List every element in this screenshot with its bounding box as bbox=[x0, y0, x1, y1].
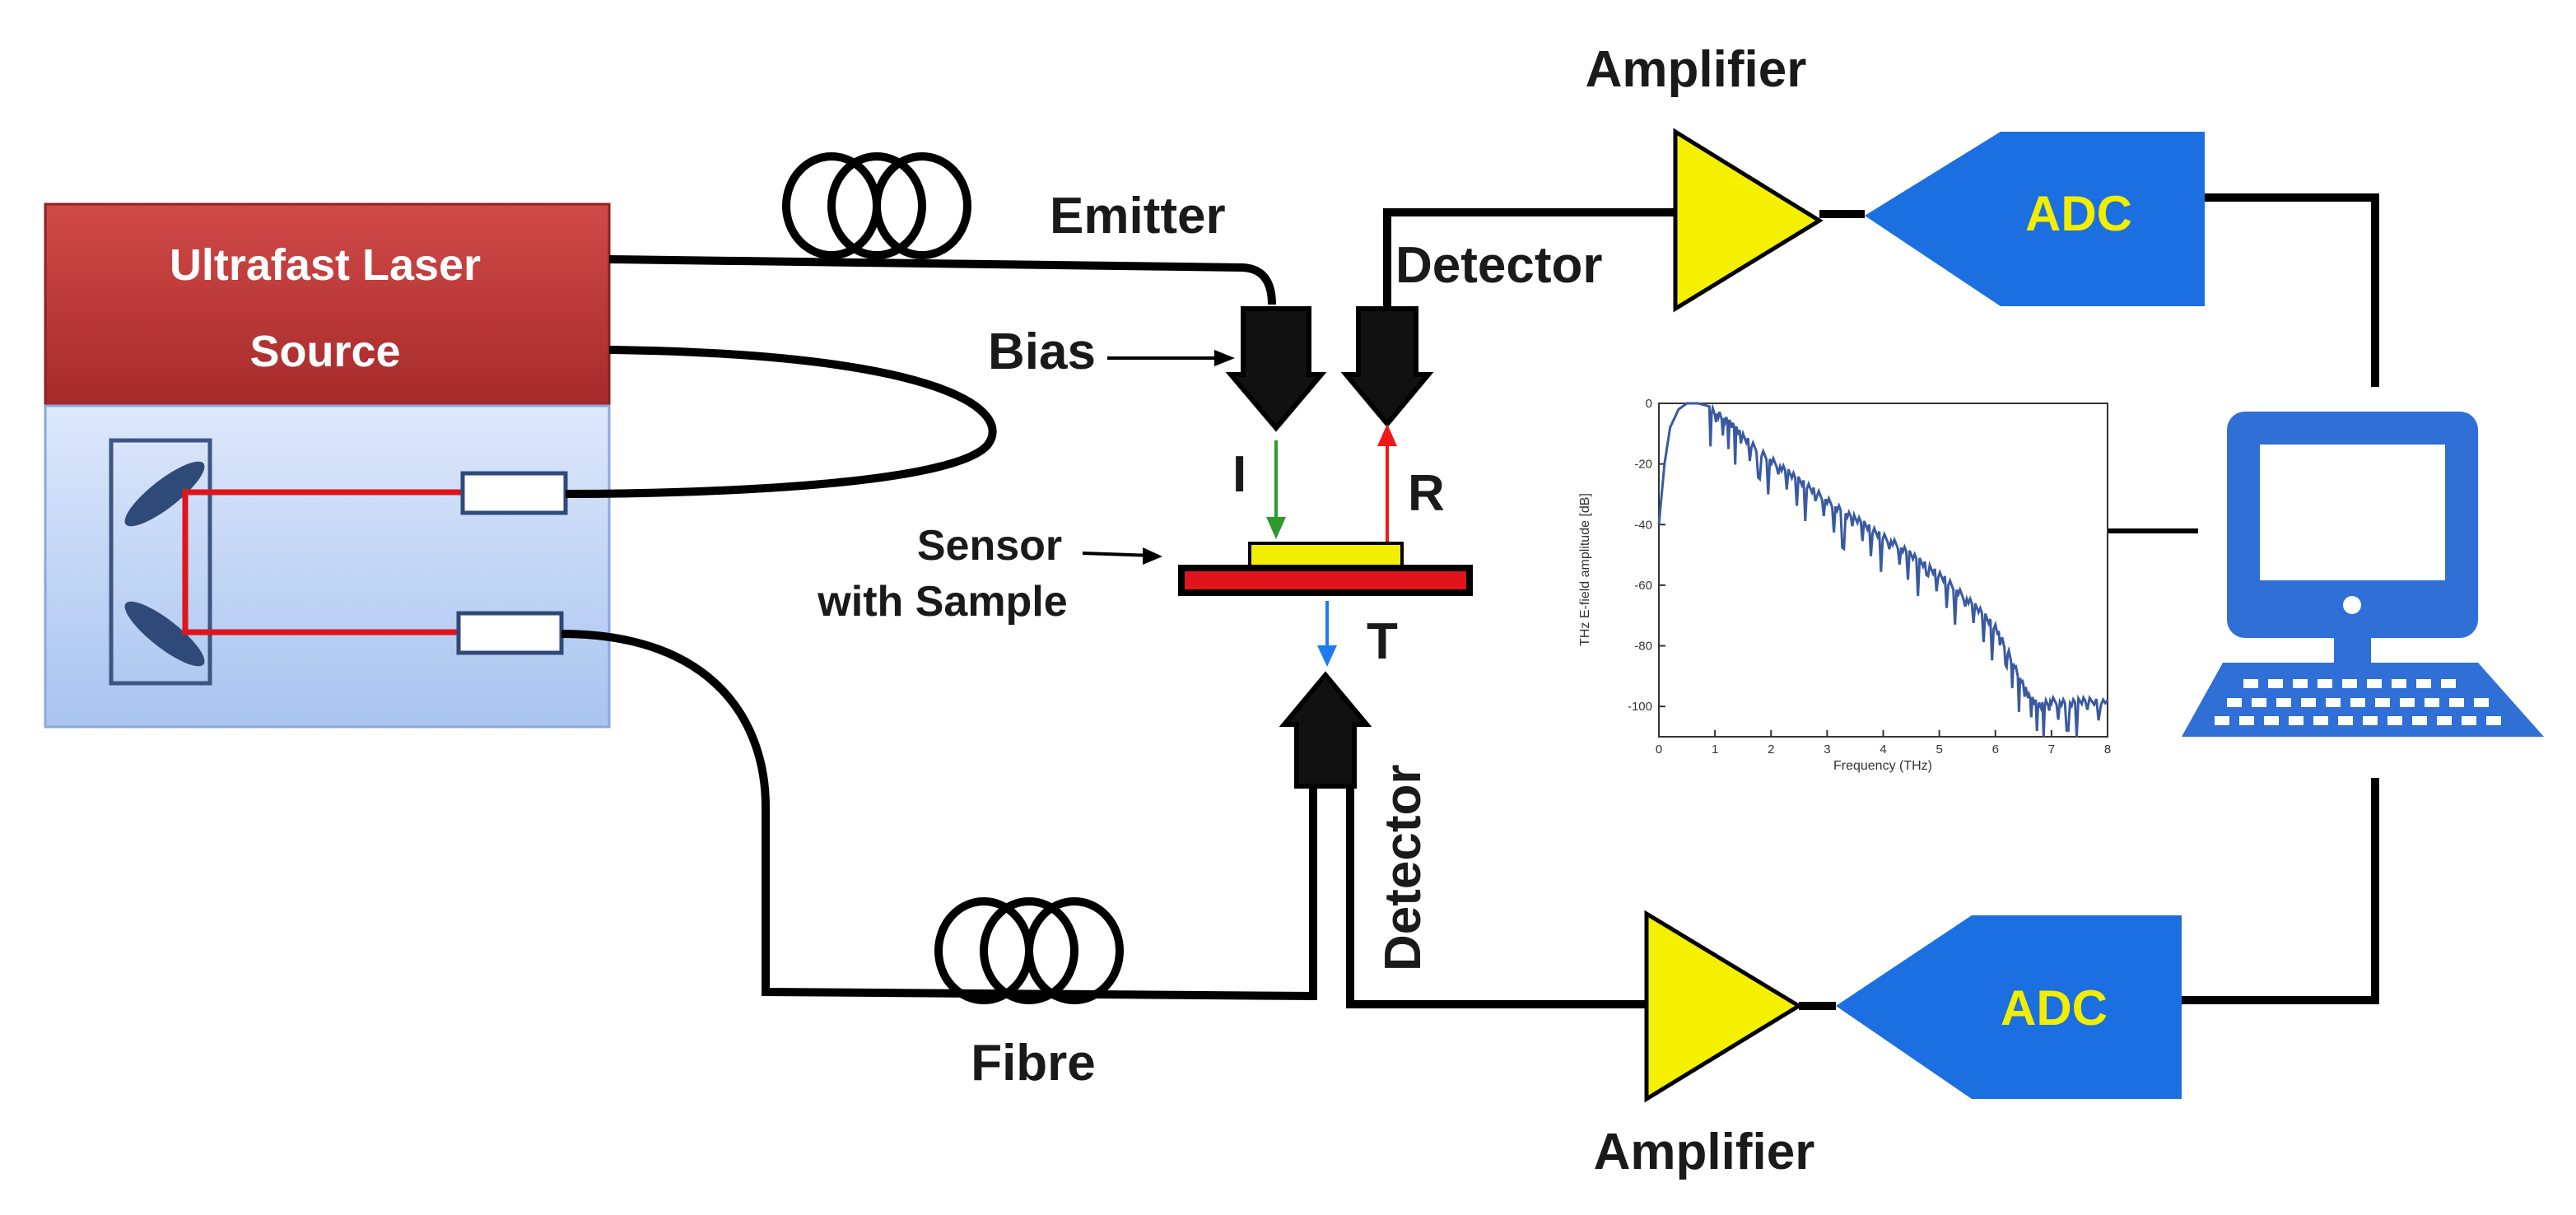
sensor-label-line1: Sensor bbox=[917, 522, 1062, 570]
keyboard-keys bbox=[2215, 679, 2501, 725]
laser-beam-path bbox=[182, 489, 461, 635]
mirror-frame bbox=[109, 438, 212, 686]
chart-x-tick-label: 6 bbox=[1992, 742, 1999, 756]
laser-optics-panel bbox=[44, 404, 611, 729]
monitor-neck bbox=[2334, 638, 2371, 663]
chart-y-axis-label: THz E-field amplitude [dB] bbox=[1578, 493, 1592, 646]
sensor-sample bbox=[1248, 542, 1404, 570]
laser-title-box bbox=[44, 202, 611, 407]
detector-head-transmission bbox=[1279, 671, 1372, 789]
laser-source: Ultrafast Laser Source bbox=[44, 202, 611, 729]
signal-chain-top: ADC bbox=[1673, 128, 2379, 387]
fibre-coil-top-3 bbox=[873, 152, 971, 259]
chart-y-tick-label: -20 bbox=[1634, 458, 1652, 472]
chart-x-tick-label: 4 bbox=[1880, 742, 1886, 756]
bias-label: Bias bbox=[988, 324, 1096, 380]
detector-transmission-cable bbox=[1346, 786, 1647, 1008]
emitter-head bbox=[1225, 306, 1327, 432]
fibre-cables bbox=[561, 152, 1317, 1004]
sensor-label-line2: with Sample bbox=[817, 578, 1067, 626]
reflected-label: R bbox=[1408, 465, 1445, 522]
detector-reflection-cable bbox=[1383, 208, 1679, 309]
chart-y-tick-label: -80 bbox=[1634, 640, 1652, 654]
transmitted-label: T bbox=[1367, 613, 1398, 670]
adc-to-computer-bottom bbox=[2182, 778, 2379, 1004]
chart-y-tick-label: -100 bbox=[1628, 700, 1652, 714]
detector-reflection-label: Detector bbox=[1395, 237, 1603, 294]
transmitted-arrowhead bbox=[1317, 645, 1337, 667]
beams bbox=[1266, 424, 1397, 667]
chart-y-tick-label: -60 bbox=[1634, 579, 1652, 593]
adc-to-computer-top bbox=[2205, 193, 2379, 387]
adc-bottom bbox=[1836, 915, 2182, 1099]
chart-y-tick-label: -40 bbox=[1634, 518, 1652, 532]
computer-icon bbox=[2062, 412, 2544, 737]
sensor-pointer-head bbox=[1143, 547, 1162, 565]
fibre-loop bbox=[565, 346, 997, 498]
labels: Emitter Bias Detector I R T Sensor with … bbox=[817, 41, 1814, 1180]
amplifier-bottom bbox=[1644, 910, 1803, 1103]
fibre-coupler-top bbox=[460, 471, 568, 515]
reflected-arrowhead bbox=[1377, 424, 1397, 446]
detector-transmission-label: Detector bbox=[1375, 764, 1432, 971]
fibre-coupler-bottom bbox=[456, 611, 564, 655]
fibre-coil-top-2 bbox=[827, 152, 926, 259]
sensor-pointer bbox=[1082, 552, 1153, 557]
monitor-led bbox=[2343, 596, 2361, 614]
chart-x-tick-label: 2 bbox=[1768, 742, 1774, 756]
adc-top bbox=[1865, 132, 2205, 306]
sensor-substrate bbox=[1178, 565, 1473, 596]
chart-x-tick-label: 1 bbox=[1712, 742, 1718, 756]
mirror-top bbox=[124, 461, 205, 527]
incident-label: I bbox=[1232, 446, 1246, 503]
laser-title-line1: Ultrafast Laser bbox=[170, 240, 481, 290]
fibre-label: Fibre bbox=[971, 1035, 1096, 1092]
adc-top-label: ADC bbox=[2025, 186, 2132, 241]
fibre-to-emitter bbox=[608, 255, 1276, 305]
signal-chain-bottom: ADC bbox=[1644, 778, 2379, 1103]
chart-plot-area bbox=[1658, 403, 2108, 738]
fibre-to-detector-transmission bbox=[561, 630, 1317, 1001]
chart-y-tick-label: 0 bbox=[1646, 397, 1652, 411]
chart-x-axis-label: Frequency (THz) bbox=[1833, 759, 1932, 773]
spectrum-chart: THz E-field amplitude [dB] Frequency (TH… bbox=[1578, 397, 2111, 773]
adc-bottom-label: ADC bbox=[2001, 980, 2108, 1036]
amplifier-bottom-label: Amplifier bbox=[1594, 1124, 1815, 1180]
bias-arrowhead bbox=[1214, 350, 1235, 366]
chart-x-tick-label: 3 bbox=[1824, 742, 1830, 756]
emitter-label: Emitter bbox=[1050, 188, 1226, 244]
amplifier-top bbox=[1673, 128, 1824, 313]
incident-arrowhead bbox=[1266, 517, 1286, 539]
chart-x-tick-label: 8 bbox=[2104, 742, 2111, 756]
chart-x-tick-label: 0 bbox=[1656, 742, 1662, 756]
mirror-bottom bbox=[124, 601, 205, 667]
fibre-coil-bottom-3 bbox=[1025, 897, 1124, 1004]
fibre-coil-bottom-2 bbox=[980, 897, 1078, 1004]
detector-head-reflection bbox=[1340, 306, 1434, 428]
sensor bbox=[1082, 542, 1473, 596]
amplifier-top-label: Amplifier bbox=[1586, 41, 1807, 98]
photoconductive-heads bbox=[1107, 208, 1679, 1008]
chart-series-line bbox=[1657, 402, 2109, 738]
monitor-screen bbox=[2260, 445, 2445, 580]
chart-ticks: 0 1 2 3 4 5 6 7 8 0 -20 -40 -60 -80 -100 bbox=[1628, 397, 2111, 756]
chart-x-tick-label: 7 bbox=[2048, 742, 2055, 756]
laser-title-line2: Source bbox=[249, 327, 400, 376]
chart-x-tick-label: 5 bbox=[1935, 742, 1942, 756]
